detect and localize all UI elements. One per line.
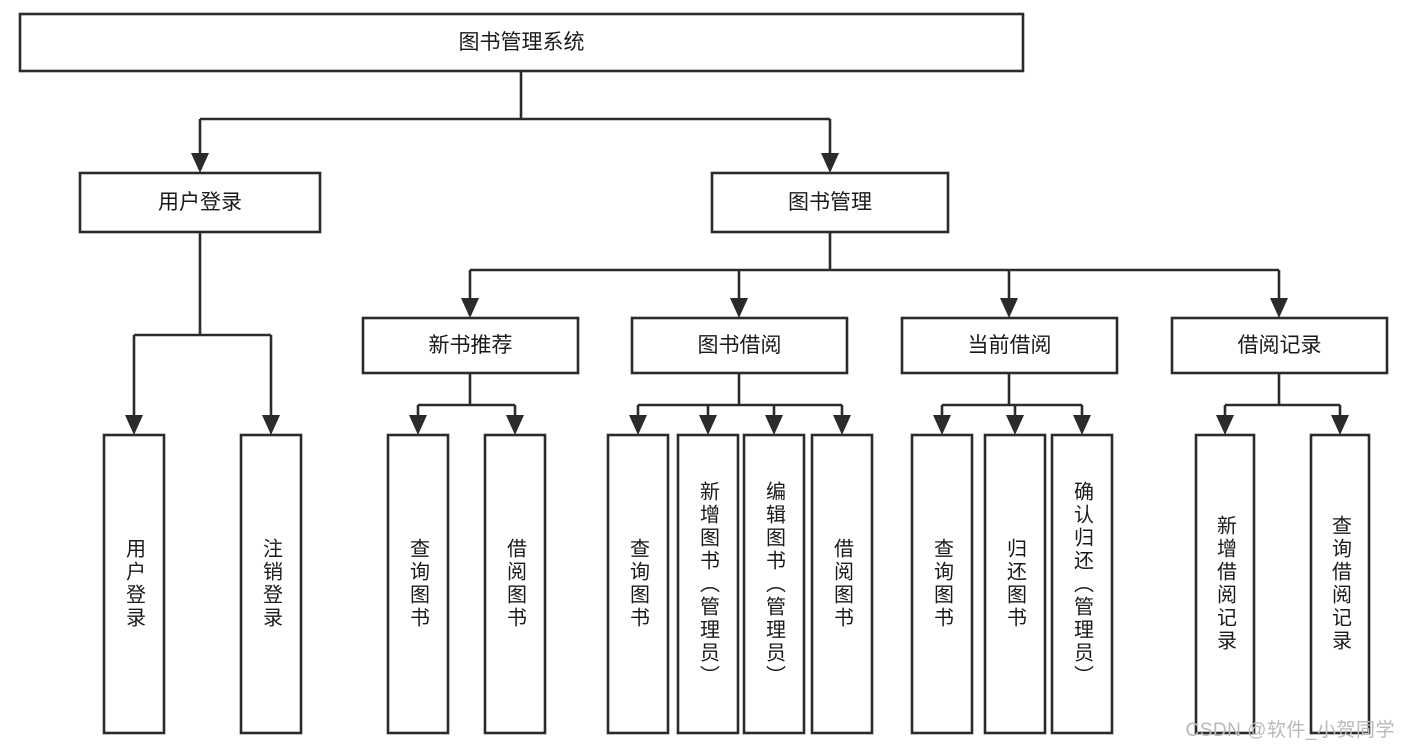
arrow-head-icon <box>833 415 851 435</box>
node-box-leaf-add-record[interactable] <box>1194 433 1256 735</box>
connector-layer <box>125 71 1349 435</box>
arrow-head-icon <box>699 415 717 435</box>
node-box-leaf-query-book-3[interactable] <box>910 433 974 735</box>
node-label-book-borrow: 图书借阅 <box>698 334 782 357</box>
node-box-current-borrow[interactable] <box>900 316 1119 375</box>
arrow-head-icon <box>191 153 209 173</box>
arrow-head-icon <box>506 415 524 435</box>
node-box-leaf-user-logout[interactable] <box>239 433 303 735</box>
node-layer <box>18 12 1389 735</box>
arrow-head-icon <box>1006 415 1024 435</box>
node-box-leaf-confirm-return[interactable] <box>1050 433 1114 735</box>
watermark-text: CSDN @软件_小贺同学 <box>1185 720 1395 741</box>
arrow-head-icon <box>821 153 839 173</box>
node-box-leaf-return-book[interactable] <box>983 433 1047 735</box>
node-box-leaf-query-record[interactable] <box>1309 433 1371 735</box>
arrow-head-icon <box>125 415 143 435</box>
arrow-head-icon <box>1331 415 1349 435</box>
node-box-leaf-query-book-2[interactable] <box>606 433 670 735</box>
node-label-new-book-recommend: 新书推荐 <box>429 334 513 357</box>
arrow-head-icon <box>461 298 479 318</box>
node-label-root: 图书管理系统 <box>459 31 585 54</box>
node-box-leaf-borrow-book-1[interactable] <box>483 433 547 735</box>
node-box-leaf-user-login[interactable] <box>102 433 166 735</box>
arrow-head-icon <box>1270 298 1288 318</box>
arrow-head-icon <box>409 415 427 435</box>
node-box-root[interactable] <box>18 12 1025 73</box>
node-box-book-management[interactable] <box>710 171 950 234</box>
node-label-borrow-record: 借阅记录 <box>1238 334 1322 357</box>
node-box-book-borrow[interactable] <box>630 316 849 375</box>
arrow-head-icon <box>765 415 783 435</box>
node-label-book-management: 图书管理 <box>788 191 872 214</box>
node-box-leaf-edit-book[interactable] <box>742 433 806 735</box>
arrow-head-icon <box>1073 415 1091 435</box>
node-box-new-book-recommend[interactable] <box>361 316 580 375</box>
arrow-head-icon <box>730 298 748 318</box>
arrow-head-icon <box>1216 415 1234 435</box>
arrow-head-icon <box>1000 298 1018 318</box>
arrow-head-icon <box>933 415 951 435</box>
node-box-leaf-borrow-book-2[interactable] <box>810 433 874 735</box>
node-box-leaf-query-book-1[interactable] <box>386 433 450 735</box>
node-box-user-login[interactable] <box>78 171 322 234</box>
node-box-leaf-add-book[interactable] <box>676 433 740 735</box>
arrow-head-icon <box>629 415 647 435</box>
node-label-user-login: 用户登录 <box>158 191 242 214</box>
node-label-current-borrow: 当前借阅 <box>968 334 1052 357</box>
arrow-head-icon <box>262 415 280 435</box>
node-box-borrow-record[interactable] <box>1170 316 1389 375</box>
